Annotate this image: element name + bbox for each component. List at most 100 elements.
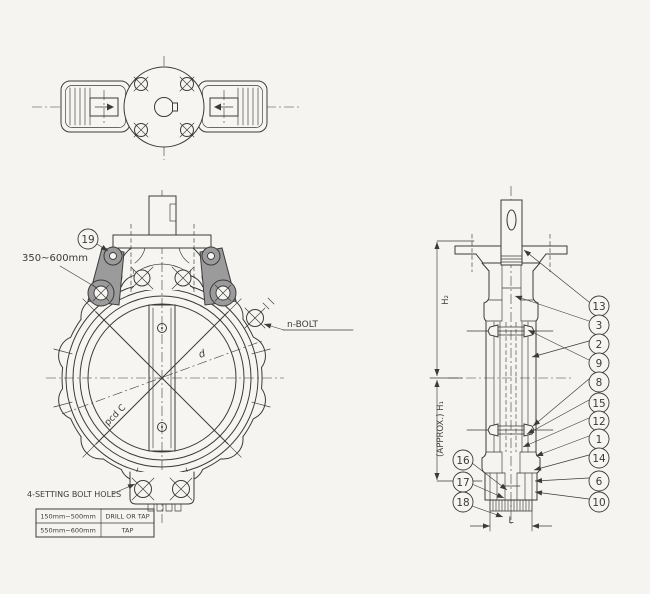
bottom-foot — [129, 471, 195, 512]
body-outer-walls — [485, 320, 537, 453]
arrowhead — [434, 380, 440, 387]
seat-face-lines — [489, 472, 533, 501]
balloon-number: 17 — [456, 477, 469, 489]
arrowhead — [434, 242, 440, 249]
leader-15 — [526, 399, 590, 435]
pin-head-left — [487, 423, 499, 437]
callout-19-balloon: 19 — [77, 228, 99, 250]
serration-lines — [492, 499, 530, 512]
dimension-h2: H₂ — [429, 240, 475, 379]
pin-shank-lines — [497, 326, 525, 336]
pin-shank-lines — [497, 425, 525, 435]
callout-12: 12 — [588, 410, 610, 432]
table-cell-method-2: TAP — [121, 527, 134, 535]
balloon-number: 2 — [596, 339, 603, 351]
leader-9 — [527, 329, 590, 361]
slider-arrow-head — [107, 103, 114, 111]
neck-arch — [137, 263, 187, 272]
balloon-number: 19 — [81, 234, 94, 246]
left-handle — [60, 80, 131, 133]
leader-3 — [514, 295, 590, 322]
balloon — [77, 228, 99, 250]
leader-10 — [534, 491, 590, 500]
top-flange-plate — [112, 234, 212, 249]
callout-2: 2 — [588, 333, 610, 355]
callout-balloons-right: 13 3 2 9 8 15 12 1 14 6 10 — [588, 295, 610, 513]
callout-leaders — [96, 243, 590, 518]
eyelet-hole — [207, 252, 215, 260]
callout-18: 18 — [452, 491, 474, 513]
bolt-hole-cross-marks — [244, 307, 266, 329]
pin-head-left — [487, 324, 499, 338]
rubber-seat-serrations — [489, 499, 533, 512]
callout-10: 10 — [588, 491, 610, 513]
balloon-number: 16 — [456, 455, 470, 467]
h1-label: (APPROX.) H₁ — [436, 401, 446, 457]
stem-keyway — [169, 203, 177, 222]
callout-balloons-left: 16 17 18 — [452, 449, 474, 513]
pin-dot — [161, 327, 163, 329]
setting-bolt-label: 4-SETTING BOLT HOLES — [27, 490, 121, 499]
arrowhead — [515, 295, 523, 301]
leader-16 — [471, 462, 508, 491]
callout-14: 14 — [588, 447, 610, 469]
size-range-leader — [59, 265, 98, 289]
callout-1: 1 — [588, 428, 610, 450]
arrowhead — [496, 492, 504, 498]
leader-1 — [535, 435, 590, 457]
balloon-number: 13 — [592, 301, 605, 313]
flange-bolt-holes — [133, 76, 195, 138]
balloon-number: 8 — [596, 377, 603, 389]
balloon-number: 12 — [592, 416, 605, 428]
arrowhead — [527, 428, 535, 434]
table-grid-lines — [35, 508, 155, 538]
callout-13: 13 — [588, 295, 610, 317]
eyelet-cross-marks — [92, 284, 110, 302]
callout-15: 15 — [588, 392, 610, 414]
bolt-hole-cross-marks — [130, 266, 195, 290]
size-range-label: 350~600mm — [22, 253, 88, 264]
pin-center-lines — [466, 330, 554, 431]
stem-shaft — [148, 195, 177, 236]
disc-taper-pin-bottom — [157, 422, 167, 432]
balloon-number: 9 — [596, 358, 603, 370]
balloon-number: 6 — [596, 476, 603, 488]
lifting-bracket-left — [87, 246, 125, 307]
balloon — [588, 491, 610, 513]
l-label: L — [508, 516, 513, 526]
body-inner-lines — [493, 321, 529, 453]
bolt-hole — [174, 269, 192, 287]
arrowhead — [535, 490, 543, 496]
arrowhead — [536, 451, 544, 456]
stem-keyway-slot — [506, 209, 517, 231]
arrowhead — [434, 369, 440, 376]
arrowhead — [523, 441, 531, 447]
bolt-hole — [134, 123, 148, 137]
arrowhead — [532, 352, 540, 358]
thread-dashes — [262, 297, 275, 310]
balloon — [452, 491, 474, 513]
shoulder-bolt-holes — [130, 266, 195, 290]
n-bolt-detail — [244, 297, 275, 329]
foot-fill — [130, 472, 194, 504]
arrowhead — [528, 330, 536, 336]
arrowhead — [534, 465, 542, 471]
table-cell-range-1: 150mm~500mm — [40, 513, 96, 521]
hidden-disc-lines — [505, 322, 517, 452]
callout-6: 6 — [588, 470, 610, 492]
table-cell-method-1: DRILL OR TAP — [105, 513, 149, 521]
bolt-hole — [134, 77, 148, 91]
table-cell-range-2: 550mm~600mm — [40, 527, 96, 535]
leader-13 — [523, 249, 590, 303]
balloon — [588, 470, 610, 492]
dimension-h1: (APPROX.) H₁ — [434, 380, 483, 482]
bolt-hole — [133, 269, 151, 287]
balloon-number: 10 — [592, 497, 605, 509]
pin-dot — [161, 426, 163, 428]
balloon-number: 14 — [592, 453, 606, 465]
callout-16: 16 — [452, 449, 474, 471]
bolt-hole — [180, 123, 194, 137]
balloon-number: 3 — [596, 320, 603, 332]
callout-17: 17 — [452, 471, 474, 493]
